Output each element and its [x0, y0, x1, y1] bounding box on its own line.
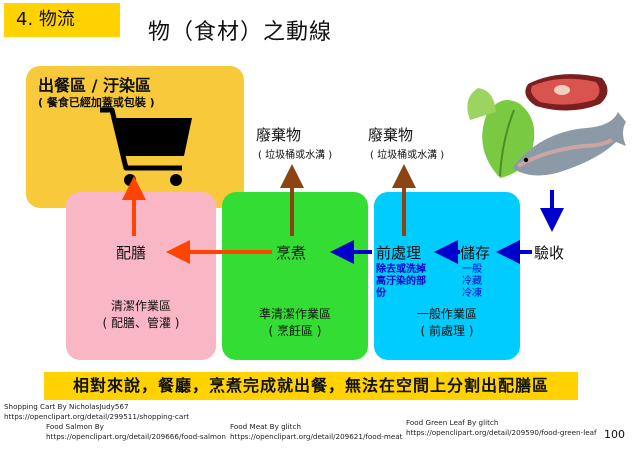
waste-right-note: ( 垃圾桶或水溝 )	[370, 150, 445, 161]
exit-area-note: ( 餐食已經加蓋或包裝 )	[38, 96, 155, 109]
prep-detail-line: 高汙染的部	[376, 276, 426, 287]
credit-cart-title: Shopping Cart By NicholasJudy567	[4, 402, 129, 411]
semi-clean-zone-panel	[222, 192, 368, 360]
node-store: 儲存	[460, 244, 491, 262]
general-zone-panel	[374, 192, 520, 360]
general-zone-label: 一般作業區 ( 前處理 )	[374, 306, 520, 340]
credit-leaf-url[interactable]: https://openclipart.org/detail/209590/fo…	[406, 428, 597, 437]
credit-salmon-url[interactable]: https://openclipart.org/detail/209666/fo…	[46, 432, 226, 441]
bottom-note: 相對來說，餐廳，烹煮完成就出餐，無法在空間上分割出配膳區	[44, 372, 578, 400]
salmon-icon	[512, 112, 626, 176]
prep-detail: 除去或洗掉 高汙染的部 份	[376, 264, 426, 300]
general-zone-scope: ( 前處理 )	[420, 324, 474, 338]
credit-meat-title: Food Meat By glitch	[230, 422, 302, 431]
credit-meat-url[interactable]: https://openclipart.org/detail/209621/fo…	[230, 432, 403, 441]
node-serve: 配膳	[116, 244, 147, 262]
waste-right-label: 廢棄物	[368, 126, 414, 144]
prep-detail-line: 除去或洗掉	[376, 264, 426, 275]
page-title: 物（食材）之動線	[148, 20, 333, 45]
clean-zone-scope: ( 配膳、管灌 )	[102, 316, 180, 330]
meat-icon	[525, 74, 608, 111]
general-zone-name: 一般作業區	[416, 307, 477, 321]
node-inspect: 驗收	[534, 244, 565, 262]
credit-cart-url[interactable]: https://openclipart.org/detail/299511/sh…	[4, 412, 190, 421]
waste-left-label: 廢棄物	[256, 126, 302, 144]
credit-salmon-title: Food Salmon By	[46, 422, 104, 431]
store-detail-line: 冷藏	[462, 276, 482, 287]
node-cook: 烹煮	[276, 244, 307, 262]
node-prep: 前處理	[376, 244, 422, 262]
exit-area-title: 出餐區 / 汙染區	[38, 76, 151, 95]
credit-leaf-title: Food Green Leaf By glitch	[406, 418, 499, 427]
waste-left-note: ( 垃圾桶或水溝 )	[258, 150, 333, 161]
store-detail: 一般 冷藏 冷凍	[462, 264, 482, 300]
clean-zone-label: 清潔作業區 ( 配膳、管灌 )	[66, 298, 216, 332]
clean-zone-panel	[66, 192, 216, 360]
semi-clean-zone-name: 準清潔作業區	[258, 307, 331, 321]
store-detail-line: 冷凍	[462, 288, 482, 299]
clean-zone-name: 清潔作業區	[110, 299, 171, 313]
store-detail-line: 一般	[462, 264, 482, 275]
page-number: 100	[604, 428, 625, 441]
semi-clean-zone-label: 準清潔作業區 ( 烹飪區 )	[222, 306, 368, 340]
semi-clean-zone-scope: ( 烹飪區 )	[268, 324, 322, 338]
prep-detail-line: 份	[376, 288, 386, 299]
section-label: 4. 物流	[4, 3, 120, 37]
shopping-cart-icon	[100, 107, 192, 186]
